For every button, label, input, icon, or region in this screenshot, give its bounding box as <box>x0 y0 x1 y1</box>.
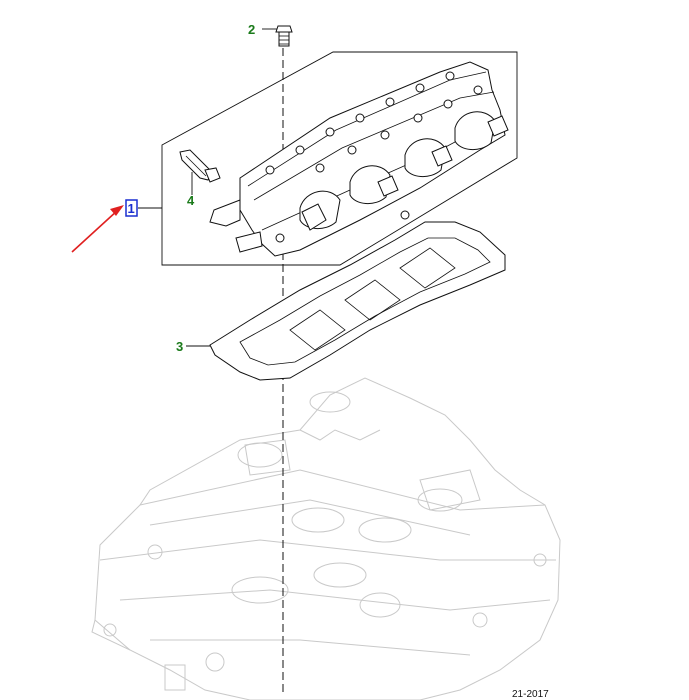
sensor-part <box>179 149 221 183</box>
callout-1-box <box>125 199 138 217</box>
callout-1[interactable]: 1 <box>128 201 135 216</box>
engine-block-outline <box>91 377 561 700</box>
bolt-part <box>275 25 293 47</box>
callout-2[interactable]: 2 <box>248 22 255 37</box>
callout-4[interactable]: 4 <box>187 193 195 208</box>
diagram-reference-code: 21-2017 <box>512 689 549 700</box>
camshaft-carrier-part <box>209 61 509 257</box>
gasket-part <box>209 221 506 381</box>
red-pointer-arrow <box>71 205 124 253</box>
item-1-bracket <box>161 51 518 266</box>
callout-3[interactable]: 3 <box>176 339 183 354</box>
